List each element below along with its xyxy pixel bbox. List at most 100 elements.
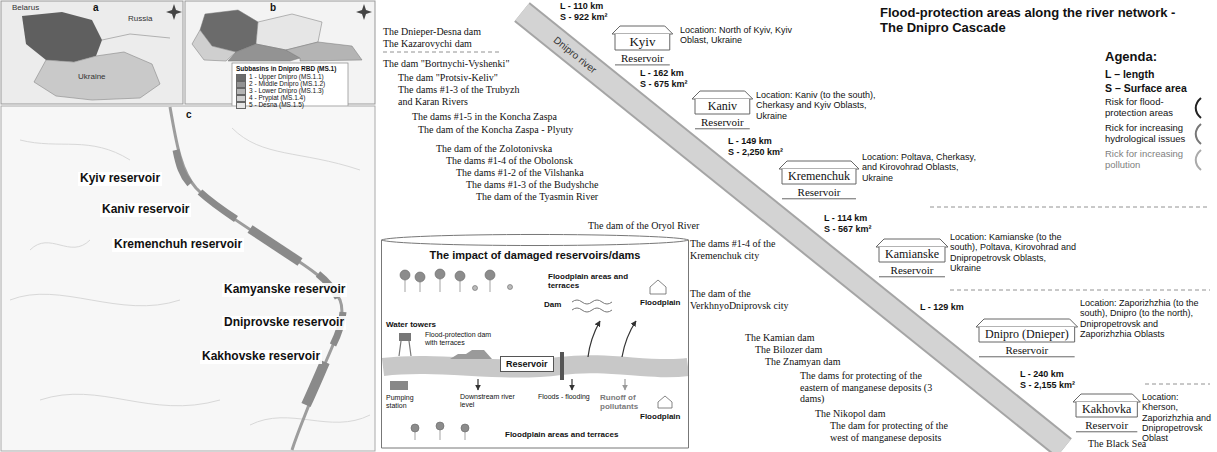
dam-name: The Znamyan dam: [765, 356, 841, 368]
legend-swatch: [236, 102, 246, 109]
dam-name: The dams #1-3 of the Budyshche: [466, 179, 598, 191]
map-c: [1, 106, 375, 451]
reservoir-label: Reservoir: [701, 116, 744, 128]
flow-arrow: [478, 321, 636, 390]
reservoir-area: S - 2,250 km²: [728, 147, 783, 157]
reservoir-frame: [1076, 402, 1137, 417]
reservoir-location: Location: Kaniv (to the south), Cherkasy…: [756, 90, 891, 121]
reservoir-map-label: Kakhovske reservoir: [200, 350, 322, 364]
legend-swatch: [236, 81, 246, 88]
legend-item: 1 - Upper Dnipro (MS.1.1): [236, 73, 324, 81]
country-name: Belarus: [12, 3, 39, 12]
dam-name: The dam of the Oryol River: [588, 220, 699, 232]
legend-text: 3 - Lower Dnipro (MS.1.3): [249, 87, 324, 94]
reservoir-box: KakhovkaReservoir: [1076, 393, 1137, 432]
dam-name: The dam of the VerkhnyoDniprovsk city: [690, 288, 810, 311]
reservoir-length: L - 114 km: [824, 213, 867, 223]
impact-illustration: [383, 269, 688, 440]
tree-icon: [485, 270, 495, 280]
map-b: [185, 1, 375, 108]
dam-wall: [560, 352, 564, 380]
reservoir-location: Location: Kherson, Zaporizhzhia and Dnip…: [1142, 392, 1212, 444]
reservoir-frame: [695, 99, 750, 114]
dam-name: The dams #1-5 in the Koncha Zaspa: [412, 111, 557, 123]
inset-label: Floods - flooding: [538, 393, 590, 401]
tree-icon: [435, 269, 445, 279]
house-icon: [658, 396, 672, 408]
reservoir-area: S - 567 km²: [824, 224, 872, 234]
reservoir-length: L - 110 km: [560, 1, 603, 11]
dam-name: The dam of the Zolotonivska: [436, 143, 552, 155]
reservoir-shape: [306, 362, 325, 405]
reservoir-length: L - 162 km: [640, 68, 684, 78]
separator-line: [1145, 384, 1210, 385]
house-icon: [650, 280, 666, 294]
map-a: [22, 12, 102, 62]
reservoir-box: KyivReservoir: [615, 25, 670, 65]
panel-letter: c: [186, 109, 192, 121]
reservoir-name: Dnipro (Dnieper): [985, 328, 1069, 341]
tree-icon: [461, 424, 469, 432]
dam-name: The dam of the Tyasmin River: [476, 191, 598, 203]
dnipro-river-band: [522, 12, 1064, 448]
reservoir-map-label: Kyiv reservoir: [78, 172, 162, 186]
reservoir-map-label: Kaniv reservoir: [100, 203, 191, 217]
map-c: [250, 415, 370, 425]
reservoir-name: Kyiv: [621, 35, 664, 49]
dam-name: The dams #1-3 of the Trubyzh and Karan R…: [398, 84, 530, 107]
map-a: [1, 1, 183, 104]
tree-icon: [436, 422, 444, 430]
inset-label: Floodplain areas and terraces: [505, 430, 618, 439]
inset-label: Floodplain areas and terraces: [548, 272, 628, 290]
map-c: [232, 128, 360, 170]
reservoir-roof: [1073, 394, 1140, 402]
dam-name: The Dnieper-Desna dam: [383, 26, 481, 38]
tree-icon: [473, 286, 478, 291]
sea-name: The Black Sea: [1088, 438, 1146, 450]
flow-arrow: [622, 321, 636, 357]
tree-icon: [455, 271, 465, 281]
inset-label: Pumping station: [386, 394, 431, 410]
reservoir-area: S - 675 km²: [640, 79, 688, 89]
dam-name: The dams #1-2 of the Vilshanka: [456, 167, 584, 179]
legend-item: 2 - Middle Dnipro (MS.1.2): [236, 80, 325, 88]
reservoir-shape: [200, 192, 236, 219]
reservoir-map-label: Kamyanske reservoir: [222, 283, 347, 297]
dam-name: The Kamian dam: [745, 332, 814, 344]
dam-name: The dam for protecting of the west of ma…: [830, 420, 965, 443]
legend-text: 2 - Middle Dnipro (MS.1.2): [249, 80, 325, 87]
water-tower-icon: [399, 333, 411, 341]
reservoir-frame: [615, 34, 670, 50]
map-legend-box: [232, 63, 348, 108]
map-c: [1, 106, 375, 451]
reservoir-frame: [879, 247, 945, 262]
reservoir-box: Dnipro (Dnieper)Reservoir: [979, 318, 1075, 357]
reservoir-frame: [979, 327, 1075, 342]
reservoir-roof: [976, 319, 1078, 327]
water-tower-icon: [399, 333, 411, 356]
reservoir-shape: [250, 229, 300, 262]
tree-icon: [415, 272, 425, 282]
reservoir-box: KamianskeReservoir: [879, 238, 945, 277]
dam-name: The dams #1-4 of the Kremenchuk city: [690, 238, 778, 261]
pumping-station-icon: [390, 381, 408, 390]
reservoir-area: S - 922 km²: [560, 12, 608, 22]
legend-curve: [1196, 98, 1201, 118]
reservoir-label: Reservoir: [885, 264, 939, 276]
legend-text: Rick for increasing hydrological issues: [1105, 123, 1187, 145]
map-b: [192, 30, 236, 61]
map-c: [30, 240, 90, 250]
inset-label: Floodplain: [640, 412, 680, 421]
water-tower-icon: [399, 341, 411, 356]
legend-text: Risk for flood-protection areas: [1105, 97, 1187, 119]
dam-name: The dam "Bortnychi-Vyshenki": [383, 58, 509, 70]
legend-item: S – Surface area: [1105, 82, 1187, 94]
legend-text: S – Surface area: [1105, 82, 1187, 94]
legend-sample: [1191, 97, 1205, 119]
dam-name: The dams #1-4 of the Obolonsk: [446, 155, 573, 167]
legend-title: Agenda:: [1105, 50, 1157, 65]
legend-text: 5 - Desna (MS.1.5): [249, 101, 304, 108]
reservoir-underline: [782, 198, 856, 199]
cylinder-rim: [382, 240, 689, 246]
